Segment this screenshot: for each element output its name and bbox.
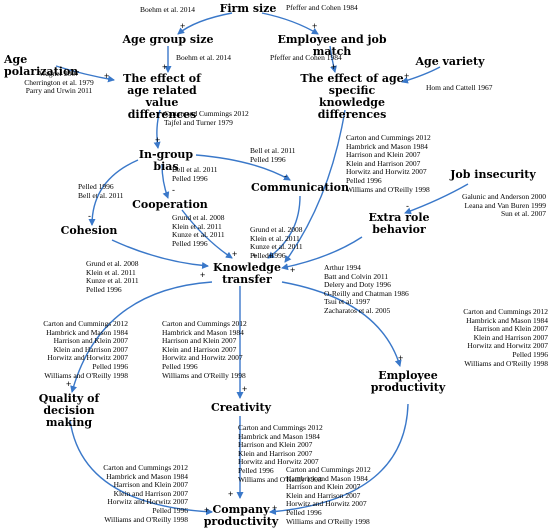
- ref-firm-empmatch: Pfeffer and Cohen 1984: [286, 3, 358, 12]
- arrow-cohesion-to-transfer: [111, 239, 209, 269]
- ref-empmatch-knowledge: Pfeffer and Cohen 1984: [270, 53, 342, 62]
- sign-plus: +: [242, 384, 248, 394]
- node-employee-job-match: Employee and job match: [277, 33, 387, 58]
- node-cooperation: Cooperation: [132, 198, 208, 211]
- arrow-variety-to-knowledge: [401, 66, 441, 84]
- node-effect-knowledge: The effect of age specific knowledge dif…: [300, 72, 404, 121]
- sign-plus: +: [331, 62, 337, 72]
- sign-plus: +: [204, 505, 210, 515]
- node-age-variety: Age variety: [415, 55, 485, 68]
- arrow-polarization-to-value: [55, 65, 115, 83]
- arrow-ingroup-to-cohesion: [88, 159, 139, 226]
- sign-minus: -: [284, 171, 287, 181]
- node-company-productivity: Company productivity: [203, 503, 279, 528]
- node-communication: Communication: [251, 181, 349, 194]
- arrow-empmatch-to-knowledge: [329, 45, 337, 73]
- sign-plus: +: [268, 251, 274, 261]
- sign-minus: -: [406, 201, 409, 211]
- arrow-transfer-to-quality: [70, 281, 213, 393]
- node-creativity: Creativity: [211, 401, 271, 414]
- arrow-transfer-to-employee: [281, 281, 402, 367]
- arrow-extrarole-to-transfer: [281, 236, 363, 271]
- arrow-ingroup-to-cooperation: [161, 163, 170, 199]
- arrow-cooperation-to-transfer: [181, 209, 233, 259]
- arrow-jobinsecurity-to-extrarole: [404, 183, 469, 215]
- ref-firm-agegroup: Boehm et al. 2014: [140, 5, 195, 14]
- node-cohesion: Cohesion: [60, 224, 118, 237]
- sign-minus: -: [88, 211, 91, 221]
- node-quality-decision: Quality of decision making: [38, 392, 100, 429]
- node-age-group-size: Age group size: [122, 33, 214, 46]
- arrow-knowledge-to-transfer: [284, 109, 346, 263]
- sign-plus: +: [312, 21, 318, 31]
- node-firm-size: Firm size: [219, 2, 277, 15]
- arrow-firm-to-agegroup: [177, 12, 233, 35]
- ref-variety-knowledge: Hom and Cattell 1967: [426, 83, 493, 92]
- arrow-ingroup-to-communication: [195, 154, 291, 181]
- arrow-value-to-ingroup: [153, 109, 161, 149]
- sign-plus: +: [398, 353, 404, 363]
- ref-agegroup-value: Boehm et al. 2014: [176, 53, 231, 62]
- sign-plus: +: [252, 251, 258, 261]
- sign-plus: +: [200, 270, 206, 280]
- sign-plus: +: [272, 503, 278, 513]
- sign-plus: +: [180, 21, 186, 31]
- arrow-firm-to-empmatch: [261, 12, 319, 35]
- node-age-polarization: Age polarization: [4, 53, 79, 78]
- arrow-employee-to-company: [269, 403, 409, 515]
- node-employee-productivity: Employee productivity: [370, 369, 446, 394]
- sign-plus: +: [228, 489, 234, 499]
- sign-plus: +: [155, 135, 161, 145]
- sign-plus: +: [404, 71, 410, 81]
- node-job-insecurity: Job insecurity: [450, 168, 536, 181]
- node-in-group-bias: In-group bias: [138, 148, 194, 173]
- sign-plus: +: [162, 62, 168, 72]
- node-effect-value: The effect of age related value differen…: [123, 72, 201, 121]
- arrow-quality-to-company: [69, 419, 213, 516]
- sign-plus: +: [232, 249, 238, 259]
- arrow-communication-to-transfer: [267, 195, 301, 259]
- node-knowledge-transfer: Knowledge transfer: [213, 261, 281, 286]
- sign-minus: -: [172, 185, 175, 195]
- sign-plus: +: [104, 71, 110, 81]
- node-extra-role: Extra role behavior: [368, 211, 430, 236]
- sign-plus: +: [290, 265, 296, 275]
- sign-plus: +: [66, 379, 72, 389]
